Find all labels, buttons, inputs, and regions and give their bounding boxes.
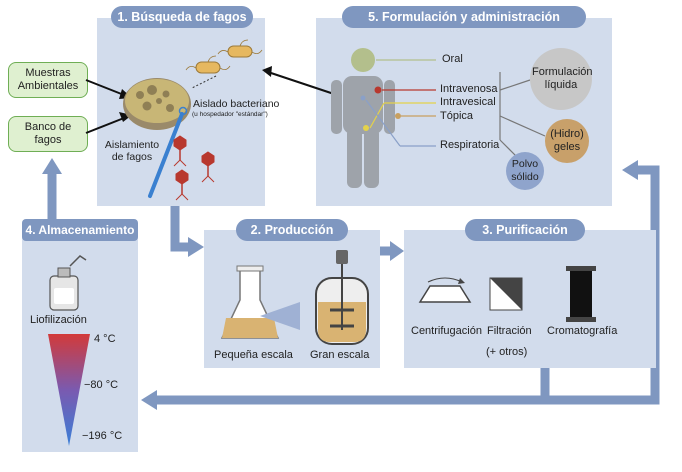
header-formulation: 5. Formulación y administración [342,6,586,28]
route-topical: Tópica [440,110,474,122]
lyophilization-label: Liofilización [30,314,87,326]
temp-4c: 4 °C [94,333,116,345]
phage-isolation-label: Aislamiento de fagos [102,139,162,163]
hydrogel-text: (Hidro) geles [550,128,584,153]
bioreactor-icon [315,250,369,345]
liquid-formulation-text: Formulación líquida [532,66,593,91]
small-scale-label: Pequeña escala [214,349,293,361]
large-scale-label: Gran escala [310,349,370,361]
header-search: 1. Búsqueda de fagos [111,6,253,28]
header-storage: 4. Almacenamiento [22,219,138,241]
human-figure-icon [331,48,395,188]
liquid-formulation-label: Formulación líquida [532,66,593,92]
petri-dish-icon [123,78,191,130]
flow-arrow-search-to-production [170,205,190,252]
erlenmeyer-flask-icon [220,265,280,339]
route-intravesical: Intravesical [440,96,496,108]
bacteria-icon [185,39,263,74]
temp-minus80c: −80 °C [84,379,119,391]
other-methods-label: (+ otros) [486,346,528,358]
temperature-gradient-icon [48,334,90,446]
phage-isolation-text: Aislamiento de fagos [104,139,160,163]
route-oral: Oral [442,53,463,65]
route-respiratory: Respiratoria [440,139,500,151]
lyophilization-vial-icon [49,255,87,311]
isolated-bacterium-label: Aislado bacteriano [193,98,280,110]
header-purification: 3. Purificación [465,219,585,241]
phage-bank-box: Banco de fagos [8,116,88,152]
filtration-label: Filtración [487,325,532,337]
solid-powder-text: Polvo sólido [511,158,539,183]
route-intravenous: Intravenosa [440,83,498,95]
standard-host-label: (u hospedador "estándar") [192,111,268,118]
liquid-formulation-bubble [530,48,592,110]
centrifugation-label: Centrifugación [411,325,482,337]
hydrogel-label: (Hidro) geles [546,128,588,154]
environmental-samples-box: Muestras Ambientales [8,62,88,98]
chromatography-label: Cromatografía [547,325,618,337]
solid-powder-label: Polvo sólido [508,158,542,184]
environmental-samples-label: Muestras Ambientales [17,67,79,92]
solid-powder-bubble [506,152,544,190]
header-production: 2. Producción [236,219,348,241]
phage-icon [173,135,215,201]
temp-minus196c: −196 °C [82,430,123,442]
scale-up-arrow [260,302,300,330]
chromatography-column-icon [566,266,596,322]
centrifuge-icon [418,277,472,303]
hydrogel-bubble [545,119,589,163]
inoculation-loop-icon [148,112,184,198]
filtration-icon [489,277,523,311]
phage-bank-label: Banco de fagos [24,121,72,146]
